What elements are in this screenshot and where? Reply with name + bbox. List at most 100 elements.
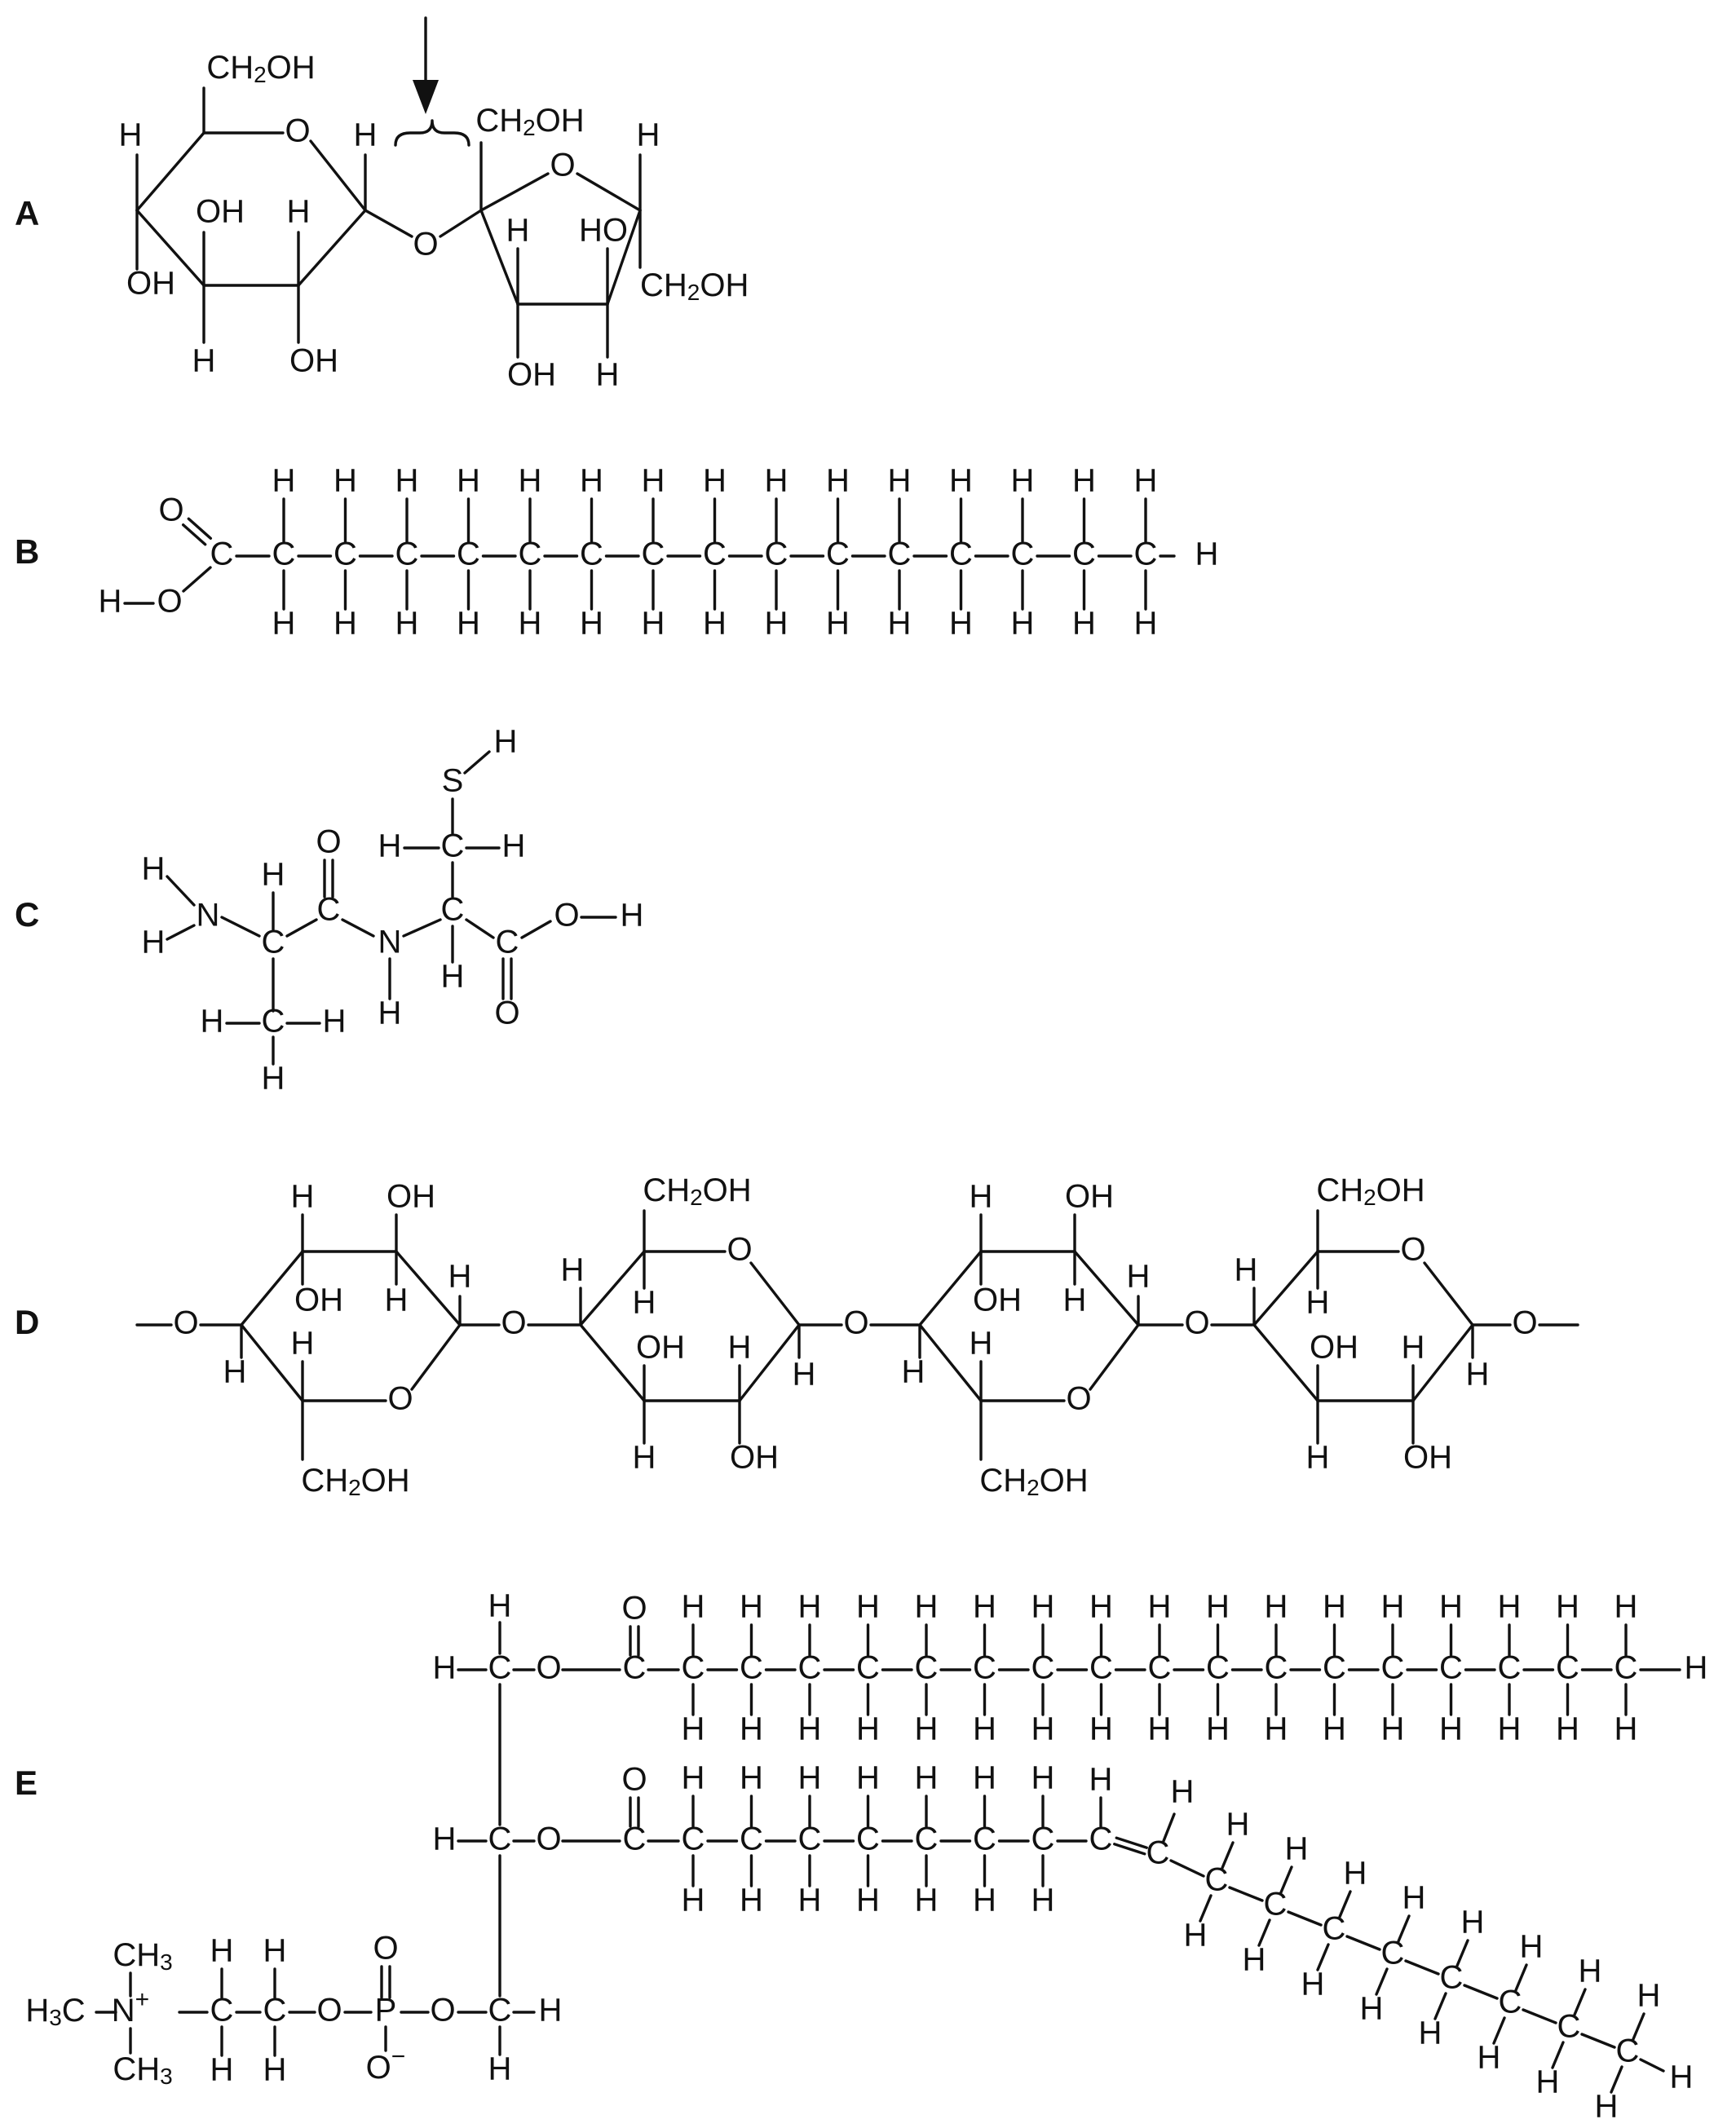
bond — [1433, 1992, 1447, 2020]
atom-label: C — [1146, 1835, 1170, 1871]
atom-label: H — [1323, 1589, 1346, 1625]
atom-label: H — [633, 1285, 656, 1321]
atom-label: H — [539, 1993, 563, 2029]
atom-label: H — [1031, 1883, 1055, 1918]
atom-label: H — [740, 1589, 763, 1625]
atom-label: O — [1400, 1232, 1425, 1268]
atom-label: O — [1512, 1305, 1537, 1341]
atom-label: OH — [1065, 1179, 1114, 1215]
bond — [439, 209, 483, 238]
atom-label: H — [915, 1589, 939, 1625]
bond — [1257, 1918, 1271, 1947]
atom-label: H — [457, 606, 480, 642]
atom-label: H — [1243, 1942, 1266, 1978]
atom-label: H — [970, 1326, 993, 1362]
bond — [918, 1250, 983, 1327]
atom-label: O — [727, 1232, 752, 1268]
atom-label: H — [494, 724, 518, 760]
bond — [1632, 2012, 1645, 2041]
atom-label: H — [826, 463, 850, 499]
atom-label: H — [1637, 1978, 1661, 2014]
atom-label: O — [158, 492, 183, 528]
atom-label: H — [682, 1589, 705, 1625]
atom-label: H — [1556, 1589, 1579, 1625]
atom-label: S — [442, 763, 464, 799]
atom-label: H — [287, 194, 311, 230]
bond — [364, 209, 413, 238]
atom-label: C — [623, 1650, 647, 1686]
double-bond — [1113, 1843, 1146, 1856]
atom-label: O — [621, 1762, 647, 1798]
atom-label: H — [457, 463, 480, 499]
atom-label: C — [1557, 2009, 1581, 2045]
atom-label: N — [378, 925, 402, 960]
atom-label: H — [99, 584, 122, 620]
bond — [463, 750, 491, 775]
atom-label: OH — [387, 1179, 435, 1215]
atom-label: H — [740, 1760, 763, 1796]
atom-label: O — [173, 1305, 198, 1341]
atom-label: H — [1536, 2064, 1560, 2100]
bond — [410, 1323, 462, 1391]
atom-label: H — [1323, 1711, 1346, 1747]
atom-label: H — [1439, 1589, 1463, 1625]
atom-label: O — [536, 1821, 561, 1857]
group-label: CH2OH — [979, 1463, 1088, 1501]
atom-label: OH — [1310, 1330, 1358, 1366]
bond — [1551, 2041, 1565, 2069]
atom-label: H — [1195, 536, 1219, 572]
atom-label: H — [973, 1589, 996, 1625]
atom-label: C — [496, 925, 519, 960]
bond — [1199, 1894, 1213, 1923]
atom-label: H — [262, 857, 285, 893]
atom-label: H — [1615, 1589, 1638, 1625]
atom-label: H — [262, 1061, 285, 1097]
atom-label: H — [1089, 1589, 1113, 1625]
atom-label: H — [798, 1883, 822, 1918]
panel-label-D: D — [15, 1303, 39, 1341]
atom-label: H — [1072, 463, 1096, 499]
atom-label: H — [793, 1357, 816, 1393]
atom-label: OH — [730, 1440, 779, 1476]
atom-label: H — [1381, 1711, 1405, 1747]
atom-label: H — [1148, 1589, 1172, 1625]
atom-label: C — [1499, 1985, 1522, 2020]
atom-label: H — [703, 606, 727, 642]
double-bond — [187, 517, 213, 540]
atom-label: H — [561, 1252, 585, 1288]
atom-label: H — [915, 1760, 939, 1796]
bond — [749, 1261, 801, 1327]
atom-label: H — [596, 357, 620, 393]
bond — [1162, 1812, 1176, 1843]
atom-label: O — [501, 1305, 526, 1341]
bond — [918, 1323, 983, 1402]
atom-label: H — [856, 1589, 880, 1625]
brace — [394, 119, 470, 147]
atom-label: O — [1184, 1305, 1209, 1341]
atom-label: H — [798, 1589, 822, 1625]
atom-label: H — [1265, 1711, 1288, 1747]
atom-label: H — [642, 606, 665, 642]
atom-label: H — [1235, 1252, 1258, 1288]
atom-label: C — [1323, 1911, 1346, 1947]
atom-label: H — [1063, 1283, 1087, 1318]
atom-label: H — [210, 1933, 234, 1969]
bond — [1375, 1967, 1389, 1996]
panel-label-C: C — [15, 895, 39, 934]
atom-label: OH — [126, 266, 175, 302]
atom-label: O — [413, 227, 438, 263]
atom-label: H — [1556, 1711, 1579, 1747]
atom-label: H — [142, 925, 166, 960]
atom-label: O — [387, 1381, 413, 1417]
atom-label: H — [1466, 1357, 1490, 1393]
bond — [1492, 2016, 1506, 2045]
atom-label: H — [1344, 1856, 1367, 1892]
atom-label: H — [1206, 1589, 1230, 1625]
bond — [1639, 2058, 1665, 2073]
atom-label: C — [1205, 1862, 1229, 1898]
atom-label: H — [395, 606, 419, 642]
group-label: CH2OH — [475, 103, 584, 141]
atom-label: H — [682, 1883, 705, 1918]
atom-label: H — [902, 1354, 925, 1390]
